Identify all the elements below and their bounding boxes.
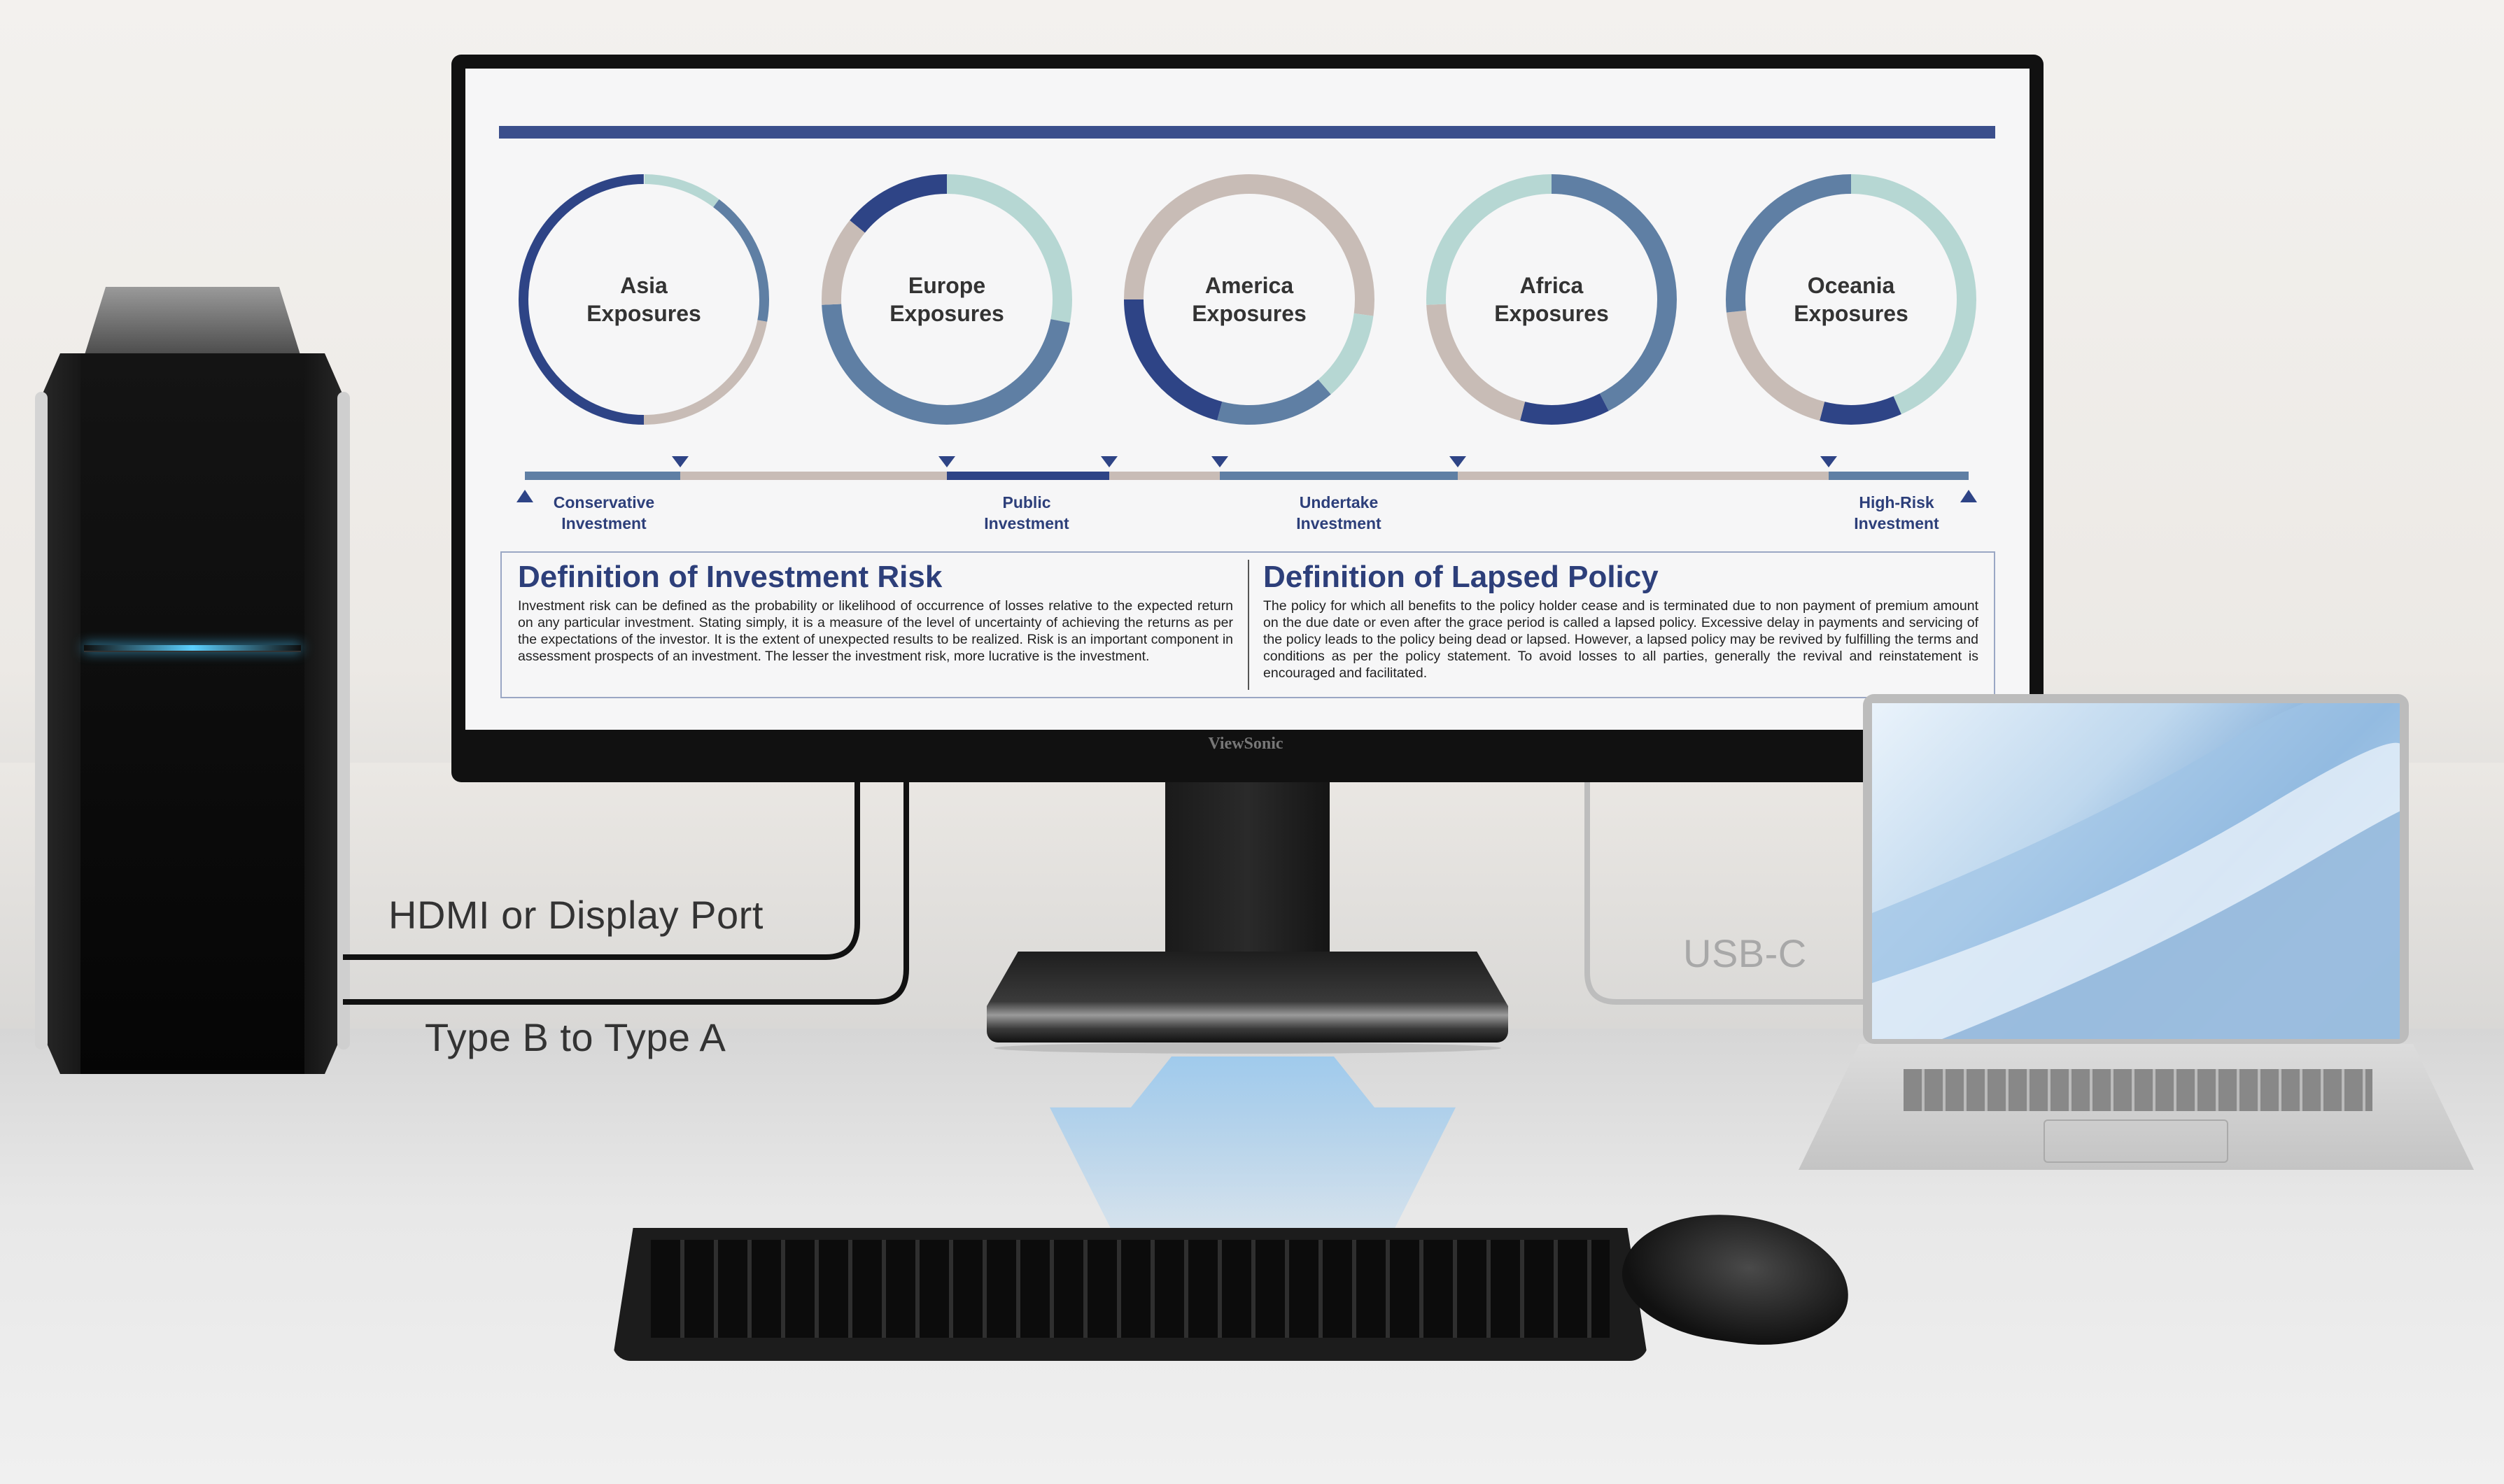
pc-tower-edge-right xyxy=(337,392,350,1050)
timeline-marker-4 xyxy=(1211,456,1228,467)
usb-b-label: Type B to Type A xyxy=(425,1015,726,1059)
usb-c-label: USB-C xyxy=(1683,931,1807,975)
timeline-label-public-line2: Investment xyxy=(984,514,1069,532)
timeline-label-highrisk-line2: Investment xyxy=(1854,514,1939,532)
donut-chart-asia xyxy=(519,174,769,425)
laptop-display xyxy=(1872,703,2400,1039)
hdmi-label: HDMI or Display Port xyxy=(388,893,764,937)
donut-chart-africa xyxy=(1426,174,1677,425)
donut-chart-europe xyxy=(822,174,1072,425)
timeline-marker-5 xyxy=(1449,456,1466,467)
laptop-wallpaper xyxy=(1872,703,2400,1039)
europe-steel xyxy=(822,174,1072,425)
definition-text-lapsed-policy: The policy for which all benefits to the… xyxy=(1263,598,1978,681)
donut-label-africa-line2: Exposures xyxy=(1494,301,1609,326)
pc-tower-led-strip xyxy=(84,645,301,651)
pc-tower-top xyxy=(84,287,301,357)
donut-chart-oceania xyxy=(1726,174,1976,425)
timeline-marker-start xyxy=(516,490,533,502)
timeline-marker-end xyxy=(1960,490,1977,502)
timeline-segment-public xyxy=(947,472,1109,480)
timeline-track xyxy=(525,472,1746,480)
laptop-trackpad xyxy=(2044,1119,2228,1163)
usb-c-cable-line xyxy=(1584,770,1869,1005)
asia-outer-taupe xyxy=(519,174,769,425)
america-navy xyxy=(1124,174,1374,425)
screen-header-bar xyxy=(499,126,1995,139)
donut-label-oceania-line2: Exposures xyxy=(1794,301,1908,326)
asia-outer-steel xyxy=(519,174,769,425)
timeline-label-conservative-line2: Investment xyxy=(561,514,647,532)
europe-taupe xyxy=(822,174,1072,425)
timeline-segment-highrisk xyxy=(1829,472,1969,480)
definition-text-investment-risk: Investment risk can be defined as the pr… xyxy=(518,598,1233,664)
monitor-stand-base xyxy=(987,952,1508,1043)
timeline-label-public-line1: Public xyxy=(1002,493,1051,511)
definitions-divider xyxy=(1248,560,1249,690)
timeline-label-undertake-line2: Investment xyxy=(1296,514,1381,532)
definitions-box xyxy=(500,551,1995,698)
timeline-marker-6 xyxy=(1820,456,1837,467)
investment-timeline xyxy=(516,456,1977,502)
timeline-marker-1 xyxy=(672,456,689,467)
donut-label-asia-line1: Asia xyxy=(620,273,668,298)
pc-tower-edge-left xyxy=(35,392,48,1050)
timeline-marker-2 xyxy=(938,456,955,467)
america-steel xyxy=(1124,174,1374,425)
africa-mint xyxy=(1426,174,1677,425)
oceania-navy xyxy=(1726,174,1976,425)
definition-title-lapsed-policy: Definition of Lapsed Policy xyxy=(1263,560,1659,594)
donut-label-africa-line1: Africa xyxy=(1519,273,1584,298)
oceania-steel xyxy=(1726,174,1976,425)
monitor-base-shadow xyxy=(994,1043,1501,1054)
pc-tower-front-panel xyxy=(80,353,304,1074)
donut-label-europe-line1: Europe xyxy=(908,273,986,298)
donut-label-europe-line2: Exposures xyxy=(889,301,1004,326)
timeline-segment-undertake xyxy=(1220,472,1458,480)
timeline-track-end xyxy=(1746,472,1829,480)
timeline-marker-3 xyxy=(1101,456,1118,467)
donut-label-oceania-line1: Oceania xyxy=(1807,273,1895,298)
donut-chart-america xyxy=(1124,174,1374,425)
hdmi-cable-line xyxy=(343,766,860,960)
europe-navy xyxy=(822,174,1072,425)
africa-navy xyxy=(1426,174,1677,425)
monitor-stand-neck xyxy=(1165,777,1330,966)
laptop-keyboard xyxy=(1904,1069,2372,1111)
usb-b-cable-line xyxy=(343,766,909,1005)
pc-tower-divider xyxy=(84,651,301,652)
monitor-brand-logo: ViewSonic xyxy=(1208,735,1283,753)
timeline-segment-conservative xyxy=(525,472,680,480)
timeline-label-undertake-line1: Undertake xyxy=(1299,493,1379,511)
donut-label-america-line2: Exposures xyxy=(1192,301,1307,326)
wallpaper-wave-3 xyxy=(1942,811,2400,1039)
definition-title-investment-risk: Definition of Investment Risk xyxy=(518,560,943,594)
keyboard-keys xyxy=(651,1240,1610,1338)
timeline-label-conservative-line1: Conservative xyxy=(553,493,655,511)
donut-label-asia-line2: Exposures xyxy=(586,301,701,326)
donut-label-america-line1: America xyxy=(1204,273,1294,298)
timeline-label-highrisk-line1: High-Risk xyxy=(1859,493,1934,511)
